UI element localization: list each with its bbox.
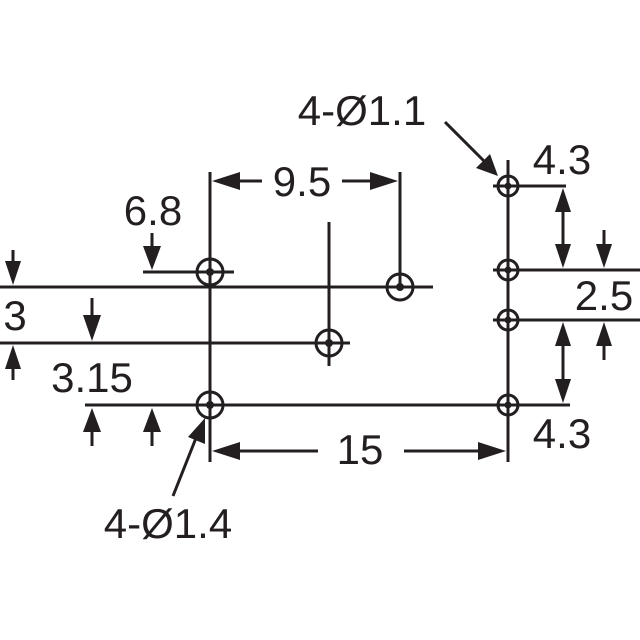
right-c-arrow-up [555, 322, 571, 346]
small-hole [496, 174, 520, 198]
right-b-arrow-down [596, 244, 612, 268]
dim-2-5-label: 2.5 [575, 272, 633, 319]
hole-large-callout-label: 4-Ø1.4 [104, 500, 232, 547]
large-hole [195, 257, 225, 287]
dim-9-5-label: 9.5 [273, 158, 331, 205]
right-b-arrow-up [596, 322, 612, 346]
hole-large-leader [171, 437, 198, 497]
dim-3-label: 3 [3, 292, 26, 339]
small-hole [496, 258, 520, 282]
right-a-arrow-up [555, 188, 571, 212]
dim-15-label: 15 [337, 426, 384, 473]
dim-9-5-arrow-left [212, 172, 240, 190]
large-hole [385, 272, 415, 302]
small-hole [496, 308, 520, 332]
right-a-arrow-down [555, 244, 571, 268]
hole-small-leader [443, 120, 486, 163]
dim-6-8-arrow [143, 246, 161, 270]
dim-3-15-label: 3.15 [51, 354, 133, 401]
left-top-arrow [5, 261, 21, 285]
dim-9-5-arrow-right [370, 172, 398, 190]
lower-left-up-arrow [83, 408, 101, 432]
large-hole [195, 390, 225, 420]
dim-6-8-label: 6.8 [124, 187, 182, 234]
hole-large-leader-arrow [188, 418, 205, 444]
left-bottom-arrow [5, 345, 21, 369]
dim-15-arrow-right [478, 442, 506, 460]
dim-15-arrow-left [212, 442, 240, 460]
right-c-arrow-down [555, 379, 571, 403]
dim-4-3-top-label: 4.3 [533, 136, 591, 183]
hole-small-leader-arrow [476, 154, 498, 176]
lower-mid-up-arrow [143, 408, 161, 432]
small-hole [496, 393, 520, 417]
large-hole [314, 328, 344, 358]
mid-down-arrow [83, 315, 101, 341]
dim-4-3-bottom-label: 4.3 [533, 410, 591, 457]
hole-small-callout-label: 4-Ø1.1 [298, 87, 426, 134]
